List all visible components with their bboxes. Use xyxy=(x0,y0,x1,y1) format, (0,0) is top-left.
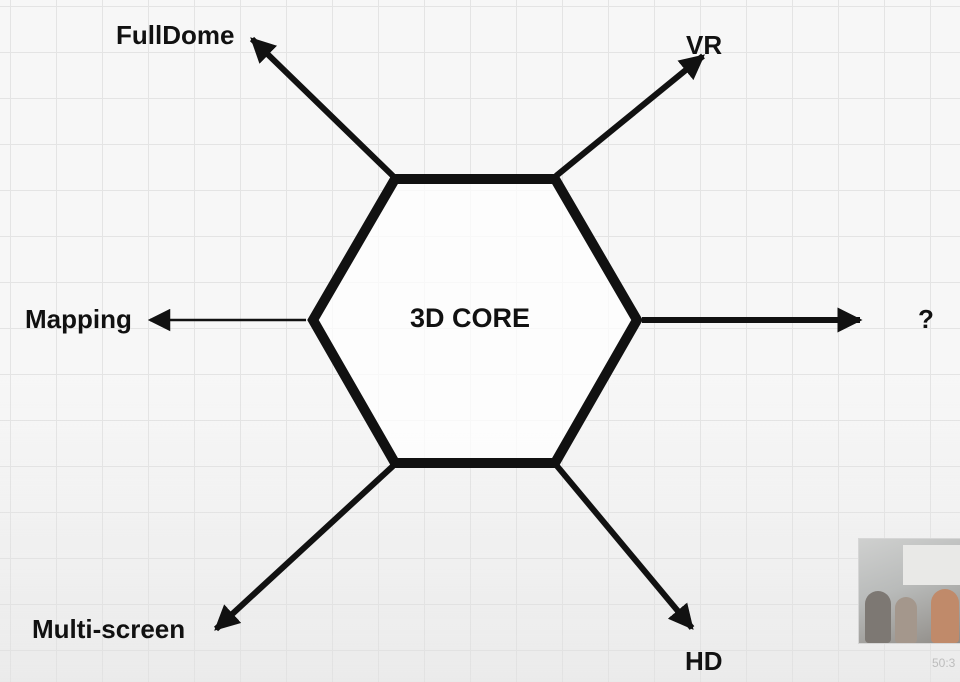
thumbnail-projection-screen xyxy=(903,545,960,585)
thumbnail-person xyxy=(931,589,959,643)
speaker-video-thumbnail[interactable] xyxy=(858,538,960,644)
core-hexagon xyxy=(307,174,643,468)
label-fulldome: FullDome xyxy=(116,20,235,50)
arrow-multiscreen xyxy=(213,463,396,632)
arrow-vr xyxy=(554,53,705,179)
label-unknown: ? xyxy=(918,304,934,334)
arrow-hd xyxy=(554,464,695,630)
label-vr: VR xyxy=(686,30,723,60)
thumbnail-person xyxy=(865,591,891,643)
thumbnail-person xyxy=(895,597,917,643)
label-mapping: Mapping xyxy=(25,304,132,334)
core-label: 3D CORE xyxy=(410,303,531,333)
arrow-fulldome xyxy=(249,36,396,179)
label-multiscreen: Multi-screen xyxy=(32,614,186,644)
video-timestamp: 50:3 xyxy=(932,656,956,670)
label-hd: HD xyxy=(685,646,723,676)
